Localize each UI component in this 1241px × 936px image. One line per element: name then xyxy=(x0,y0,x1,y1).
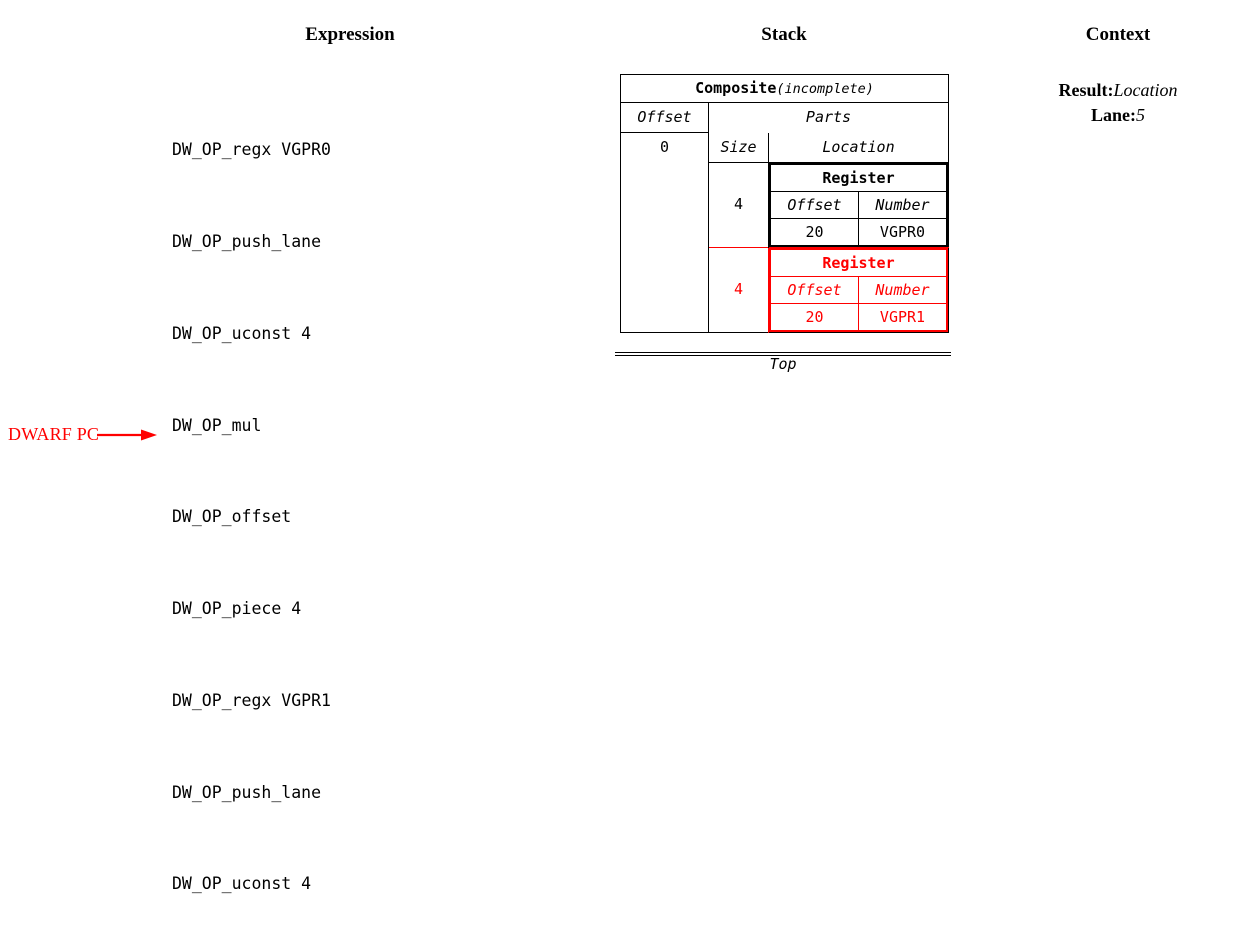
composite-offset-spacer xyxy=(620,162,709,332)
register-number-header: Number xyxy=(858,276,947,304)
register-location-table: Register Offset Number 20 VGPR0 xyxy=(769,162,948,247)
register-title: Register xyxy=(770,248,947,277)
arrow-right-icon xyxy=(97,429,158,440)
context-values: Result:Location Lane:5 xyxy=(1018,78,1218,128)
register-value-row: 20 VGPR0 xyxy=(770,218,947,246)
composite-location-table: Composite(incomplete) Offset Parts 0 Siz… xyxy=(620,74,949,333)
context-value: Location xyxy=(1113,80,1178,100)
composite-title: Composite xyxy=(695,79,777,97)
expression-line: DW_OP_regx VGPR0 xyxy=(172,140,331,160)
register-number-value: VGPR0 xyxy=(879,222,926,241)
context-key: Result: xyxy=(1058,80,1114,100)
composite-offset-header: Offset xyxy=(620,102,709,133)
column-header-expression: Expression xyxy=(305,24,395,45)
expression-op-list: DW_OP_regx VGPR0 DW_OP_push_lane DW_OP_u… xyxy=(172,74,331,936)
composite-part-row: 4 Register Offset Number 20 xyxy=(620,162,949,332)
context-row: Result:Location xyxy=(1018,78,1218,103)
register-header-row: Offset Number xyxy=(770,276,947,304)
column-header-context: Context xyxy=(1085,24,1151,45)
register-offset-header: Offset xyxy=(770,191,859,219)
composite-title-qualifier: (incomplete) xyxy=(776,81,874,97)
part-location-cell: Register Offset Number 20 VGPR1 xyxy=(768,246,949,332)
register-title: Register xyxy=(770,163,947,192)
composite-part-row: 4 Register Offset Number 20 xyxy=(621,246,949,332)
dwarf-pc-label: DWARF PC xyxy=(8,424,100,444)
dwarf-pc-marker: DWARF PC xyxy=(8,424,159,445)
expression-line: DW_OP_regx VGPR1 xyxy=(172,690,331,710)
expression-line: DW_OP_uconst 4 xyxy=(172,874,312,894)
register-title-row: Register xyxy=(770,163,947,192)
register-number-value: VGPR1 xyxy=(879,307,926,326)
composite-title-row: Composite(incomplete) xyxy=(620,74,949,103)
register-offset-value: 20 xyxy=(770,218,859,246)
expression-line: DW_OP_push_lane xyxy=(172,782,322,802)
register-location-table: Register Offset Number 20 VGPR1 xyxy=(769,247,948,332)
composite-title-cell: Composite(incomplete) xyxy=(620,74,949,103)
stack-top-label: Top xyxy=(769,355,797,373)
stack-diagram: Composite(incomplete) Offset Parts 0 Siz… xyxy=(613,74,958,333)
register-title-row: Register xyxy=(770,248,947,277)
context-value: 5 xyxy=(1136,105,1145,125)
part-size-value: 4 xyxy=(708,246,769,332)
context-key: Lane: xyxy=(1091,105,1136,125)
expression-line: DW_OP_mul xyxy=(172,415,262,435)
parts-location-header: Location xyxy=(768,132,949,163)
expression-line: DW_OP_push_lane xyxy=(172,231,322,251)
register-offset-value: 20 xyxy=(770,303,859,331)
register-value-row: 20 VGPR1 xyxy=(770,303,947,331)
parts-size-header: Size xyxy=(708,132,769,163)
composite-subheader-row: 0 Size Location xyxy=(620,132,949,163)
composite-header-row: Offset Parts xyxy=(620,102,949,133)
register-number-header: Number xyxy=(858,191,947,219)
composite-offset-value: 0 xyxy=(620,132,709,162)
composite-parts-header: Parts xyxy=(805,108,852,127)
part-size-value: 4 xyxy=(708,162,769,247)
register-header-row: Offset Number xyxy=(770,191,947,219)
part-location-cell: Register Offset Number 20 VGPR0 xyxy=(769,162,949,247)
context-row: Lane:5 xyxy=(1018,103,1218,128)
register-offset-header: Offset xyxy=(770,276,859,304)
stack-bottom-rule xyxy=(615,352,951,356)
column-header-stack: Stack xyxy=(761,24,807,45)
expression-line: DW_OP_piece 4 xyxy=(172,599,302,619)
expression-line: DW_OP_offset xyxy=(172,507,292,527)
expression-line: DW_OP_uconst 4 xyxy=(172,323,312,343)
